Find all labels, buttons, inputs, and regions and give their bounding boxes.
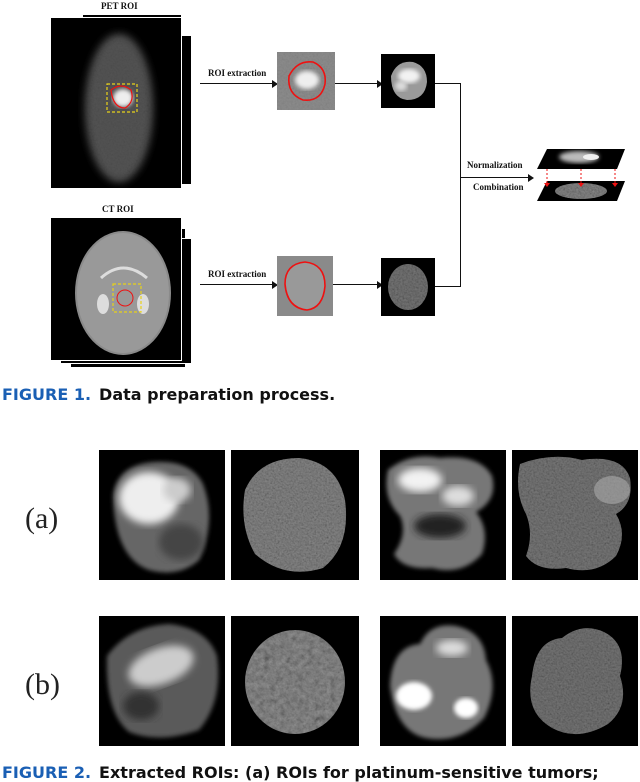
pet-arrow-2 xyxy=(335,83,379,84)
roi-b-pet-2 xyxy=(380,616,506,746)
pet-masked-roi xyxy=(381,54,435,108)
combined-roi-layers xyxy=(533,135,633,217)
roi-a-pet-2 xyxy=(380,450,506,580)
roi-b-pet-1 xyxy=(99,616,225,746)
ct-roi-extraction-label: ROI extraction xyxy=(208,269,267,279)
ct-roi-label: CT ROI xyxy=(102,204,134,214)
roi-b-ct-1 xyxy=(231,616,359,746)
pet-arrow-1 xyxy=(200,83,274,84)
normalization-label: Normalization xyxy=(467,160,523,170)
pet-roi-label: PET ROI xyxy=(101,1,138,11)
figure-2-caption: FIGURE 2. Extracted ROIs: (a) ROIs for pl… xyxy=(2,763,599,782)
figure-1-caption: FIGURE 1. Data preparation process. xyxy=(2,385,335,404)
ct-roi-crop xyxy=(277,256,333,316)
figure-1-caption-number: FIGURE 1. xyxy=(2,385,92,404)
row-b-label: (b) xyxy=(25,668,60,701)
pet-line-right xyxy=(435,83,461,84)
row-a-label: (a) xyxy=(25,502,59,535)
pet-arrow-1-head xyxy=(272,80,278,88)
merge-arrow xyxy=(460,177,530,178)
pet-slice-image xyxy=(50,17,182,189)
pet-roi-extraction-label: ROI extraction xyxy=(208,68,267,78)
ct-arrow-2-head xyxy=(377,281,383,289)
combination-label: Combination xyxy=(473,182,524,192)
merge-arrow-head xyxy=(528,174,534,182)
figure-1: PET ROI CT ROI ROI extraction xyxy=(0,0,640,404)
pet-roi-crop xyxy=(277,52,335,110)
roi-a-ct-2 xyxy=(512,450,638,580)
roi-b-ct-2 xyxy=(512,616,638,746)
figure-1-caption-text: Data preparation process. xyxy=(99,385,336,404)
roi-a-pet-1 xyxy=(99,450,225,580)
roi-a-ct-1 xyxy=(231,450,359,580)
figure-2-caption-text: Extracted ROIs: (a) ROIs for platinum-se… xyxy=(99,763,599,782)
ct-arrow-1 xyxy=(200,284,274,285)
ct-masked-roi xyxy=(381,258,435,316)
ct-arrow-1-head xyxy=(272,281,278,289)
ct-arrow-2 xyxy=(333,284,379,285)
ct-slice-image xyxy=(50,217,182,361)
figure-2: (a) (b) xyxy=(0,440,640,782)
merge-vertical-line xyxy=(460,83,461,287)
ct-line-right xyxy=(435,286,461,287)
figure-2-caption-number: FIGURE 2. xyxy=(2,763,92,782)
pet-arrow-2-head xyxy=(377,80,383,88)
